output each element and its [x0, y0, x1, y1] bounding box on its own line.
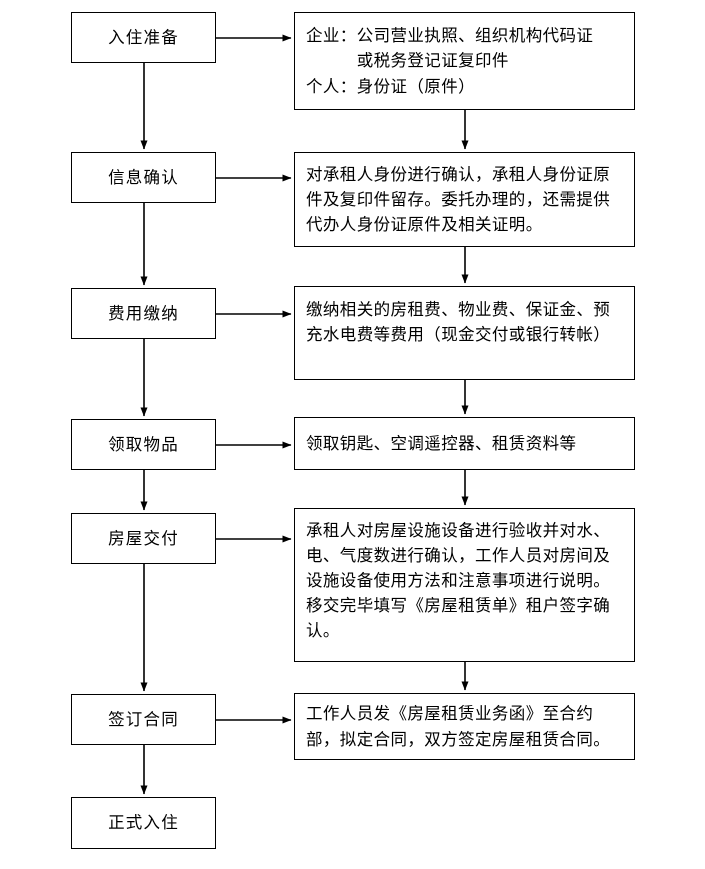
detail-text: 对承租人身份进行确认，承租人身份证原件及复印件留存。委托办理的，还需提供代办人身…	[306, 164, 611, 235]
stage-box-xinxiqueren[interactable]: 信息确认	[71, 152, 216, 203]
detail-text: 领取钥匙、空调遥控器、租赁资料等	[306, 433, 577, 453]
detail-box-lingquwupin[interactable]: 领取钥匙、空调遥控器、租赁资料等	[294, 417, 635, 470]
stage-box-lingquwupin[interactable]: 领取物品	[71, 419, 216, 470]
stage-box-fangwujiaofu[interactable]: 房屋交付	[71, 513, 216, 564]
detail-box-qiandinghetong[interactable]: 工作人员发《房屋租赁业务函》至合约部，拟定合同，双方签定房屋租赁合同。	[294, 693, 635, 760]
stage-box-ruzhuzhunbei[interactable]: 入住准备	[71, 12, 216, 63]
stage-label: 签订合同	[108, 709, 179, 729]
detail-box-xinxiqueren[interactable]: 对承租人身份进行确认，承租人身份证原件及复印件留存。委托办理的，还需提供代办人身…	[294, 152, 635, 247]
detail-text: 企业：公司营业执照、组织机构代码证 或税务登记证复印件 个人：身份证（原件）	[306, 26, 594, 96]
stage-box-feiyongjiaona[interactable]: 费用缴纳	[71, 288, 216, 339]
stage-label: 正式入住	[108, 813, 179, 833]
stage-box-zhengshiruzhu[interactable]: 正式入住	[71, 797, 216, 849]
stage-label: 领取物品	[108, 434, 179, 454]
stage-label: 信息确认	[108, 167, 179, 187]
stage-box-qiandinghetong[interactable]: 签订合同	[71, 694, 216, 745]
detail-box-ruzhuzhunbei[interactable]: 企业：公司营业执照、组织机构代码证 或税务登记证复印件 个人：身份证（原件）	[294, 12, 635, 110]
stage-label: 费用缴纳	[108, 303, 179, 323]
detail-box-fangwujiaofu[interactable]: 承租人对房屋设施设备进行验收并对水、电、气度数进行确认，工作人员对房间及设施设备…	[294, 508, 635, 662]
detail-text: 缴纳相关的房租费、物业费、保证金、预充水电费等费用（现金交付或银行转帐）	[306, 300, 611, 345]
stage-label: 房屋交付	[108, 528, 179, 548]
stage-label: 入住准备	[108, 27, 179, 47]
detail-box-feiyongjiaona[interactable]: 缴纳相关的房租费、物业费、保证金、预充水电费等费用（现金交付或银行转帐）	[294, 286, 635, 380]
detail-text: 工作人员发《房屋租赁业务函》至合约部，拟定合同，双方签定房屋租赁合同。	[306, 704, 611, 749]
detail-text: 承租人对房屋设施设备进行验收并对水、电、气度数进行确认，工作人员对房间及设施设备…	[306, 521, 611, 641]
